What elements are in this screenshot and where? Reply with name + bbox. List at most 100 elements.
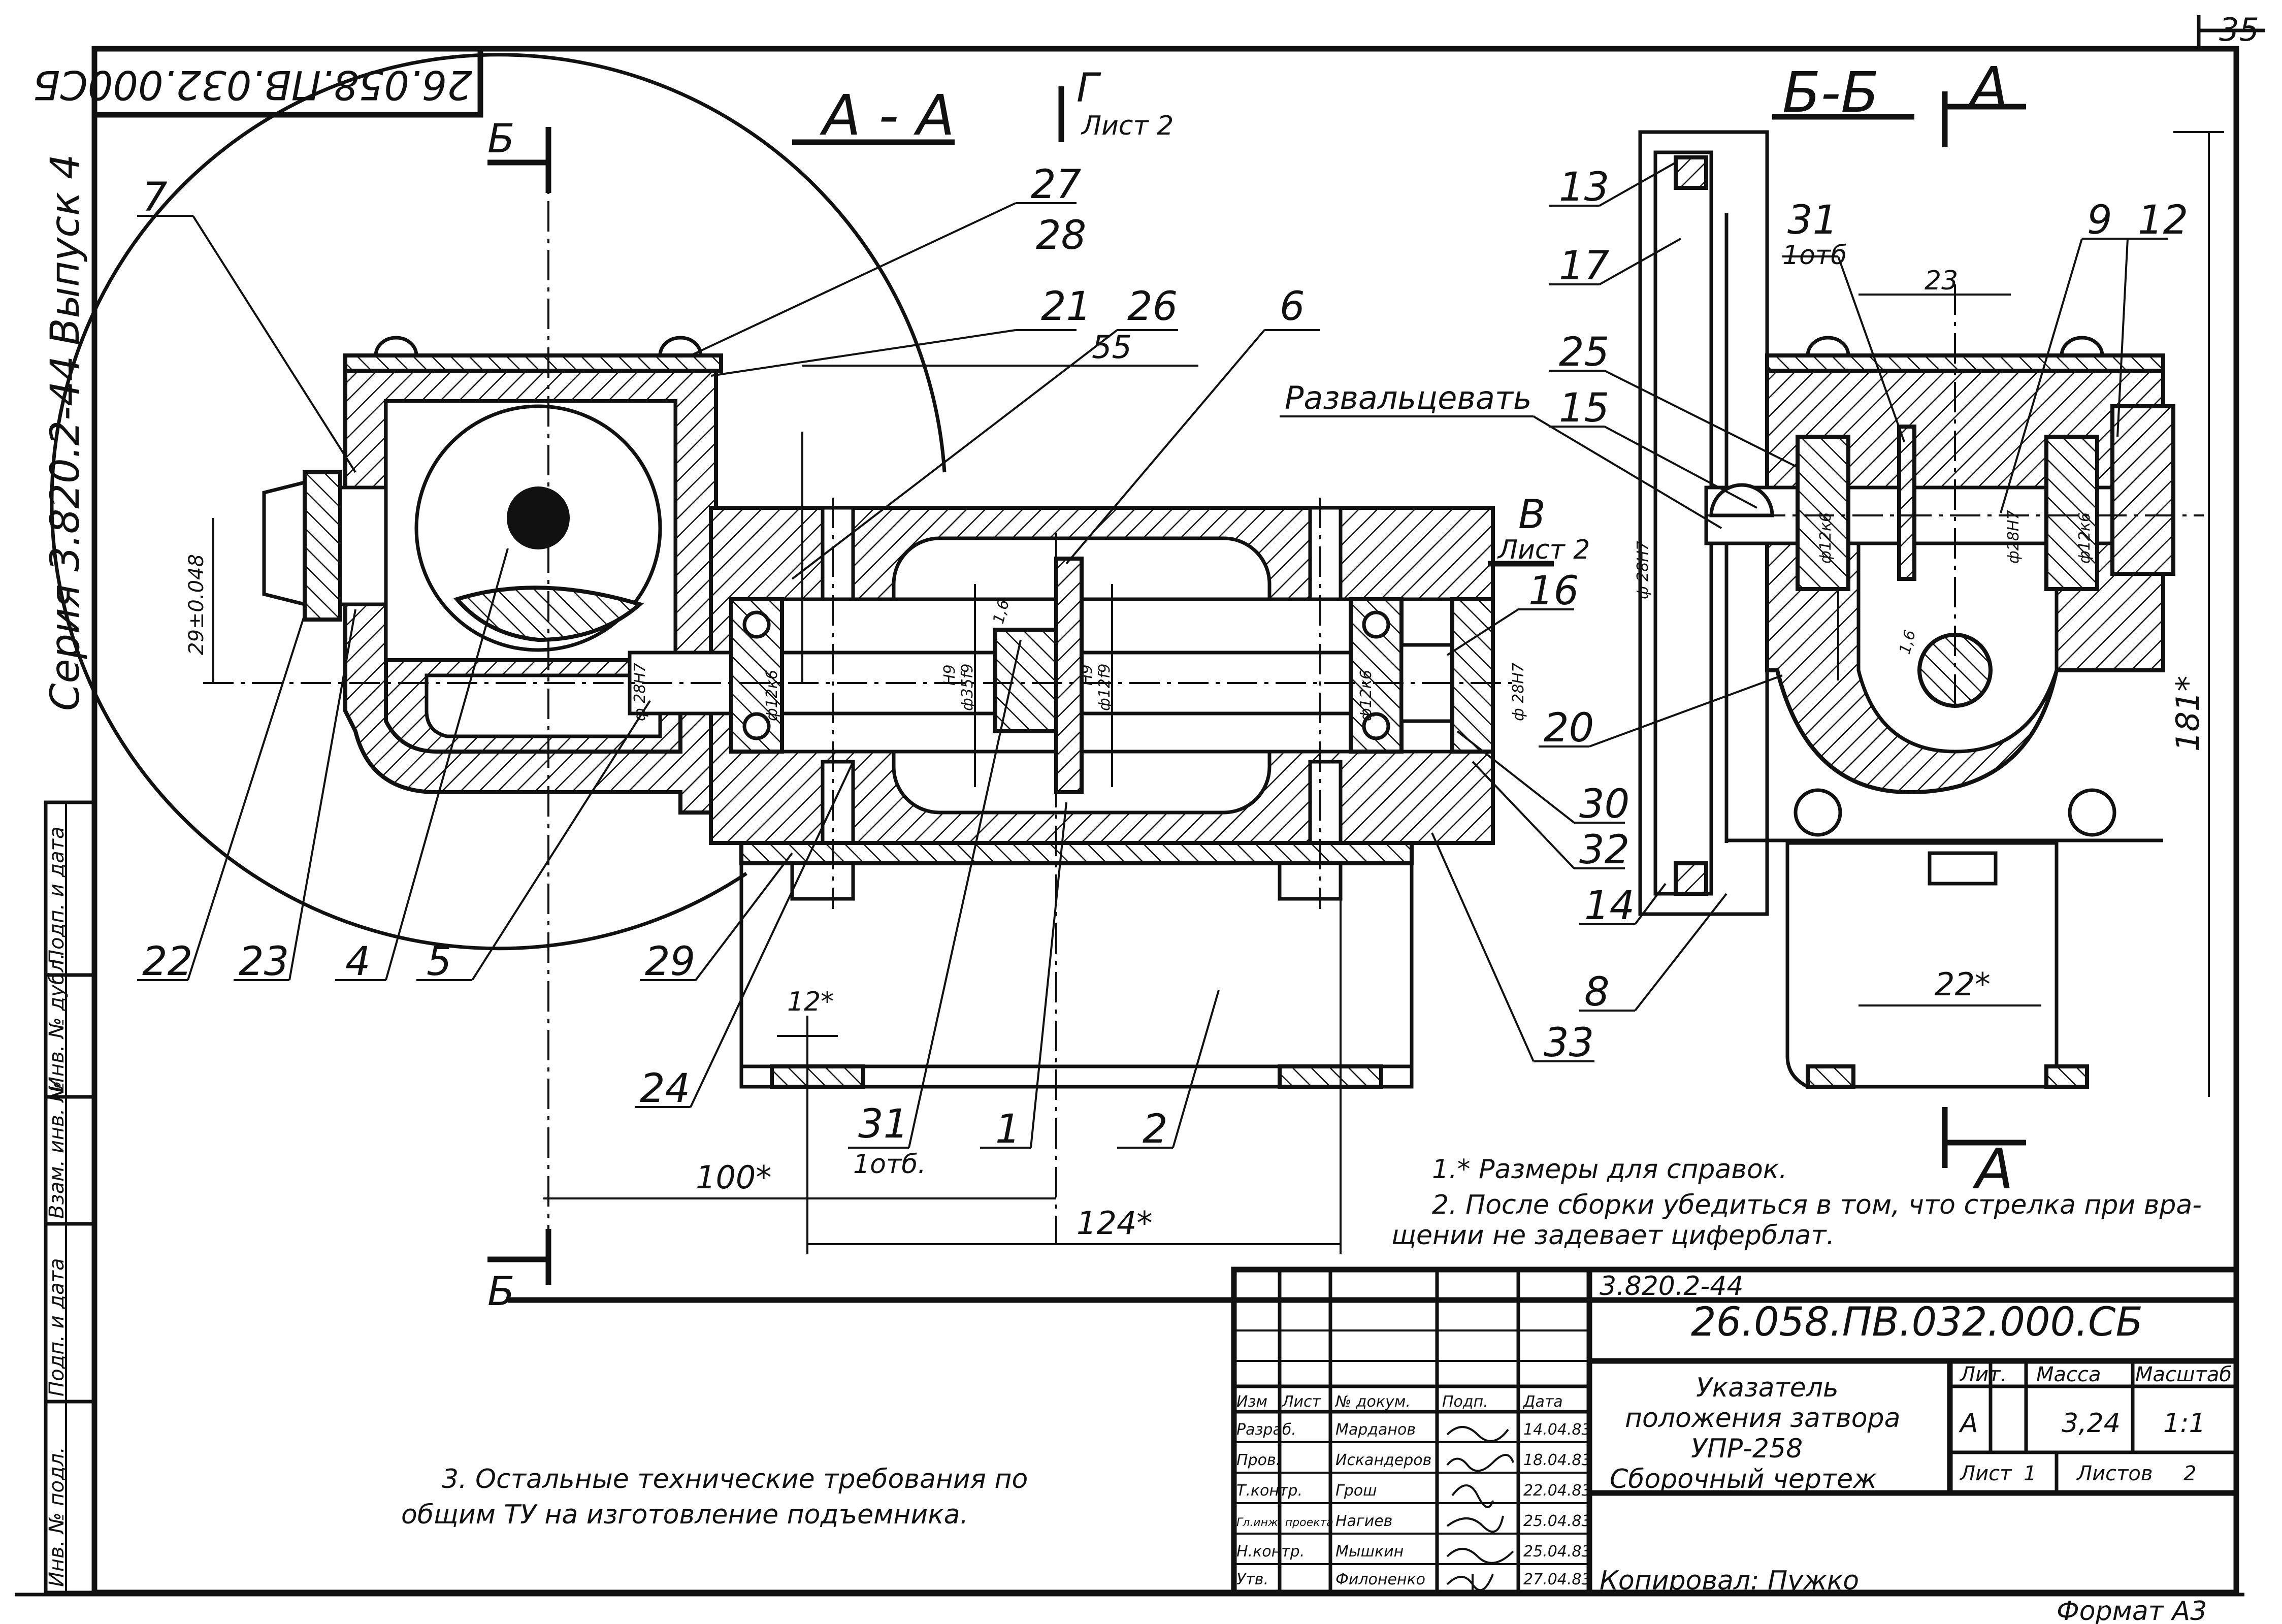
- tb-series: 3.820.2-44: [1600, 1271, 1743, 1302]
- note-2b: щении не задевает циферблат.: [1391, 1220, 1835, 1251]
- pos-33: 33: [1544, 1020, 1594, 1066]
- pos-31-right: 31: [1787, 198, 1838, 243]
- dial-outline: [50, 53, 947, 951]
- cut-a-top: А: [1967, 55, 2008, 120]
- side-stamp-s2: Инв. № дубл.: [45, 953, 69, 1092]
- tb-row-1-date: 14.04.83: [1523, 1421, 1591, 1439]
- tb-sheets-label: Листов: [2076, 1462, 2153, 1485]
- note-3a: 3. Остальные технические требования по: [442, 1464, 1028, 1495]
- dim-12k6-d: ф12к6: [2076, 512, 2094, 564]
- dim-h9-b: Н9: [1078, 664, 1096, 686]
- tb-row-4-role: Гл.инж. проекта: [1236, 1516, 1333, 1529]
- section-aa-view: [50, 53, 1518, 1244]
- pos-16: 16: [1528, 568, 1579, 614]
- pos-29: 29: [645, 939, 695, 985]
- pos-23: 23: [239, 939, 289, 985]
- tb-col-lit: Лит.: [1959, 1363, 2007, 1386]
- tb-row-1-name: Марданов: [1335, 1421, 1416, 1439]
- dimension-labels: 29±0.048 ф 28Н7 ф12к6 Н9 ф35f9 1,6 Н9 ф1…: [185, 266, 2206, 1242]
- note-3b: общим ТУ на изготовление подъемника.: [401, 1500, 968, 1530]
- flare-label: Развальцевать: [1285, 379, 1532, 416]
- dim-124: 124*: [1077, 1205, 1152, 1242]
- tb-hdr-date: Дата: [1522, 1393, 1563, 1411]
- dim-29: 29±0.048: [185, 554, 208, 655]
- view-g-letter: Г: [1077, 66, 1101, 111]
- note-1: 1.* Размеры для справок.: [1432, 1154, 1787, 1185]
- pos-26: 26: [1127, 284, 1178, 330]
- pos-27: 27: [1031, 162, 1081, 208]
- tb-sheet-label: Лист: [1959, 1462, 2012, 1485]
- wheel-shaft: [507, 486, 570, 549]
- pos-5: 5: [427, 939, 452, 985]
- tb-hdr-sign: Подп.: [1442, 1393, 1488, 1411]
- view-g-sheet: Лист 2: [1081, 111, 1173, 141]
- dim-28h7-c: ф 28Н7: [1634, 541, 1652, 599]
- copied-by: Копировал: Пужко: [1600, 1566, 1859, 1596]
- dim-55: 55: [1092, 329, 1132, 366]
- pos-32: 32: [1579, 827, 1629, 873]
- tb-mass-value: 3,24: [2062, 1408, 2121, 1439]
- dim-28h7-b: ф 28Н7: [1510, 663, 1527, 721]
- page-number: 35: [2219, 11, 2259, 48]
- cut-a-bottom: А: [1972, 1136, 2013, 1201]
- dim-100: 100*: [696, 1159, 771, 1196]
- position-labels: 7 27 28 21 26 6 22 23 4 5 29 24 31 1отб.…: [142, 162, 2188, 1180]
- pos-20: 20: [1544, 705, 1594, 751]
- side-issue: Выпуск 4: [43, 154, 88, 345]
- pos-14: 14: [1584, 883, 1635, 929]
- pos-30: 30: [1579, 782, 1629, 827]
- pos-4: 4: [345, 939, 371, 985]
- tb-name-1: Указатель: [1696, 1373, 1839, 1403]
- tb-sheet-value: 1: [2024, 1462, 2036, 1485]
- pos-28: 28: [1036, 213, 1086, 258]
- pos-17: 17: [1559, 243, 1609, 289]
- view-v-sheet: Лист 2: [1497, 535, 1590, 565]
- dial-plate: [1653, 150, 1713, 896]
- mirrored-doc-code: 26.058.ПВ.032.000СБ: [33, 61, 472, 107]
- side-stamp-s4: Подп. и дата: [45, 1258, 69, 1396]
- pos-13: 13: [1559, 165, 1609, 210]
- title-block: [1231, 1266, 2239, 1596]
- tb-row-4-date: 25.04.83: [1523, 1512, 1591, 1530]
- tb-row-3-name: Грош: [1335, 1482, 1377, 1500]
- dim-12k6-c: ф12к6: [1817, 512, 1835, 564]
- pos-6: 6: [1280, 284, 1305, 330]
- tb-hdr-doc: № докум.: [1334, 1393, 1411, 1411]
- tb-hdr-izm: Изм: [1236, 1393, 1267, 1411]
- tb-row-6-name: Филоненко: [1335, 1571, 1425, 1588]
- pos-12: 12: [2138, 198, 2188, 243]
- tb-sheets-value: 2: [2183, 1462, 2196, 1485]
- pos-24: 24: [640, 1066, 690, 1112]
- tb-scale-value: 1:1: [2163, 1408, 2206, 1439]
- pos-31-right-count: 1отб: [1782, 240, 1847, 271]
- dim-12k6-a: ф12к6: [763, 670, 781, 721]
- pos-7: 7: [142, 175, 168, 220]
- pos-21: 21: [1041, 284, 1091, 330]
- side-stamp-s1: Подп. и дата: [45, 827, 69, 965]
- side-stamp-s3: Взам. инв. №: [45, 1081, 69, 1219]
- cut-b-top: Б: [487, 116, 515, 162]
- side-bolt: [262, 470, 388, 622]
- note-2a: 2. После сборки убедиться в том, что стр…: [1432, 1190, 2202, 1220]
- pos-22: 22: [142, 939, 192, 985]
- dim-181: 181*: [2169, 676, 2206, 752]
- section-bb-title: Б-Б: [1782, 60, 1879, 125]
- dim-23: 23: [1925, 266, 1958, 296]
- tb-row-6-role: Утв.: [1236, 1571, 1268, 1588]
- dim-22: 22*: [1935, 966, 1991, 1003]
- side-stamp-s5: Инв. № подл.: [45, 1447, 69, 1587]
- sheet-format: Формат А3: [2057, 1596, 2207, 1624]
- view-v-letter: В: [1518, 492, 1546, 538]
- section-aa-title: А - А: [820, 83, 955, 148]
- side-series: Серия 3.820.2-44: [43, 356, 88, 711]
- dim-12: 12*: [787, 987, 834, 1017]
- side-stamp: [44, 800, 96, 1595]
- pos-25: 25: [1559, 330, 1609, 375]
- tb-row-5-role: Н.контр.: [1236, 1543, 1305, 1561]
- technical-notes: 1.* Размеры для справок. 2. После сборки…: [401, 1154, 2202, 1530]
- dim-28h7-a: ф 28Н7: [631, 663, 649, 721]
- tb-row-1-role: Разраб.: [1236, 1421, 1296, 1439]
- section-bb-view: [1638, 130, 2204, 1089]
- dim-28h7-d: ф28Н7: [2005, 510, 2023, 564]
